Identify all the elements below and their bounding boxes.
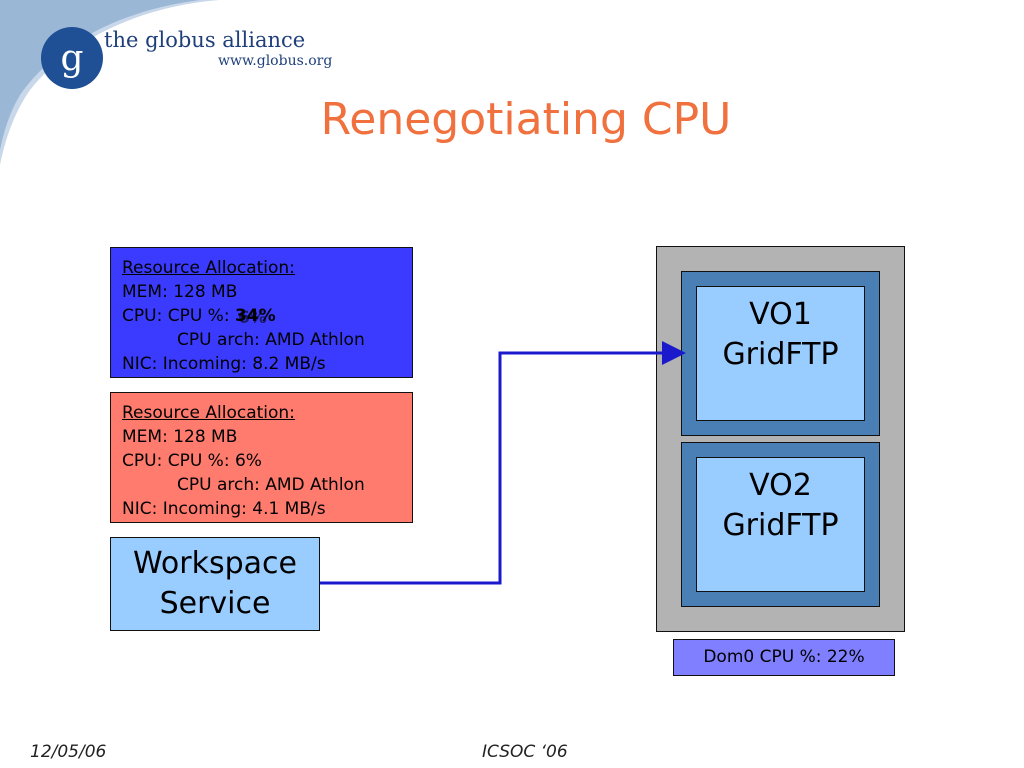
footer-conference: ICSOC ‘06	[482, 742, 568, 762]
allocation-cpu-value: 6%	[234, 451, 262, 471]
logo-url: www.globus.org	[218, 53, 333, 69]
logo-letter: g	[60, 38, 83, 79]
allocation-arch: CPU arch: AMD Athlon	[177, 330, 365, 350]
vm-vo1-gridftp: VO1 GridFTP	[696, 286, 865, 421]
allocation-mem: MEM: 128 MB	[122, 282, 238, 302]
allocation-nic: NIC: Incoming: 8.2 MB/s	[122, 354, 326, 374]
allocation-cpu-previous-value: 6%	[237, 308, 267, 328]
allocation-cpu-new-value: 34%	[234, 306, 276, 326]
resource-allocation-box-vo2: Resource Allocation: MEM: 128 MB CPU: CP…	[110, 392, 413, 523]
allocation-heading: Resource Allocation:	[122, 403, 295, 423]
vm-vo2-gridftp: VO2 GridFTP	[696, 457, 865, 592]
allocation-heading: Resource Allocation:	[122, 258, 295, 278]
logo-name: the globus alliance	[104, 28, 306, 52]
workspace-line2: Service	[159, 586, 271, 621]
allocation-cpu-value: 34%6%	[234, 306, 276, 328]
vm-label-line2: GridFTP	[722, 508, 839, 543]
resource-allocation-box-vo1: Resource Allocation: MEM: 128 MB CPU: CP…	[110, 247, 413, 378]
vm-label-line2: GridFTP	[722, 337, 839, 372]
workspace-line1: Workspace	[133, 546, 297, 581]
dom0-cpu-box: Dom0 CPU %: 22%	[673, 639, 895, 676]
globus-logo-icon: g	[41, 27, 103, 89]
slide-title: Renegotiating CPU	[320, 94, 732, 145]
allocation-cpu-prefix: CPU: CPU %:	[122, 451, 235, 471]
workspace-service-box: Workspace Service	[110, 537, 320, 631]
allocation-nic: NIC: Incoming: 4.1 MB/s	[122, 499, 326, 519]
allocation-arch: CPU arch: AMD Athlon	[177, 475, 365, 495]
footer-date: 12/05/06	[30, 742, 107, 762]
vm-label-line1: VO2	[749, 468, 812, 503]
allocation-cpu-prefix: CPU: CPU %:	[122, 306, 235, 326]
vm-label-line1: VO1	[749, 297, 812, 332]
allocation-mem: MEM: 128 MB	[122, 427, 238, 447]
